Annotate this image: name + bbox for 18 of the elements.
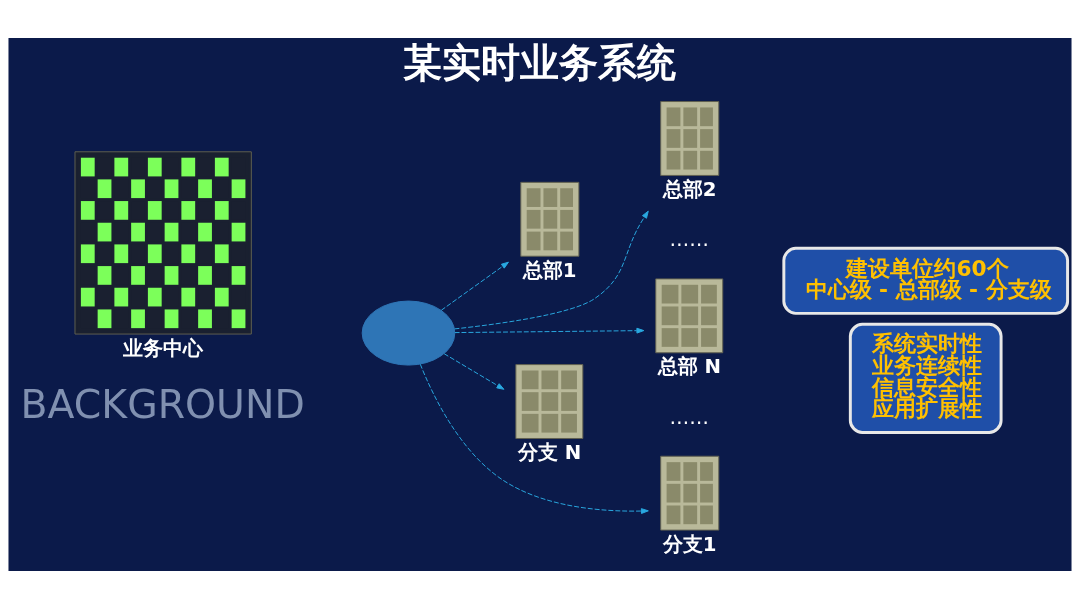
label: BACKGROUND — [20, 380, 305, 427]
node-label: 分支 N — [517, 440, 582, 464]
node-cloud — [361, 300, 456, 366]
arrow — [454, 327, 645, 334]
node-label: 总部1 — [522, 258, 577, 282]
arrow — [454, 210, 649, 329]
arrow — [440, 261, 509, 311]
diagram-title: 某实时业务系统 — [402, 38, 676, 85]
label: …… — [669, 405, 709, 429]
node-label: 总部 N — [657, 354, 722, 378]
arrow — [443, 352, 505, 390]
node-box: 系统实时性 业务连续性 信息安全性 应用扩展性 — [848, 322, 1003, 434]
node-box: 建设单位约60个 中心级 - 总部级 - 分支级 — [782, 246, 1070, 315]
node-label: 业务中心 — [122, 336, 203, 360]
label: …… — [669, 227, 709, 251]
node-label: 分支1 — [662, 532, 717, 556]
arrow — [419, 363, 649, 514]
node-label: 总部2 — [662, 177, 717, 201]
